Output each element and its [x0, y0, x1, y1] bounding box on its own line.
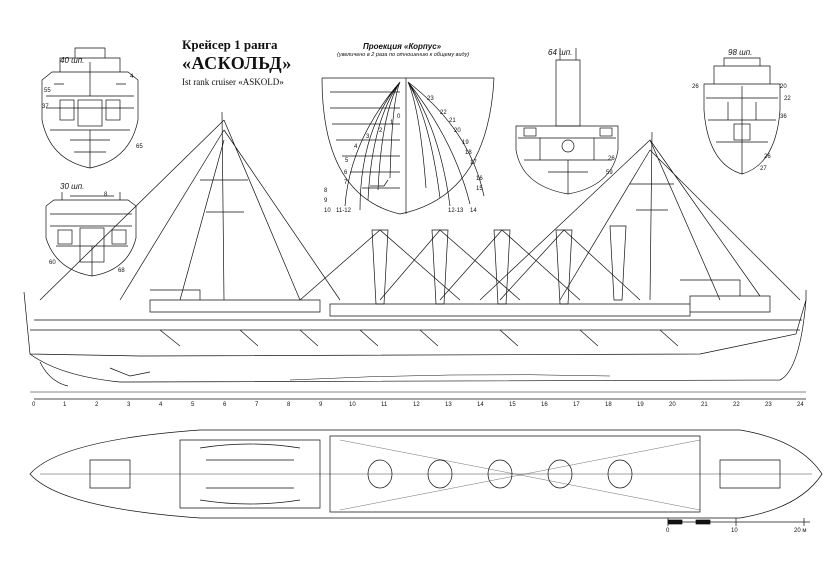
ship-name: «АСКОЛЬД»: [182, 53, 292, 73]
callout-number: 59: [606, 170, 613, 176]
section-40-label: 40 шп.: [60, 56, 85, 65]
body-plan-number: 1: [390, 120, 394, 126]
callout-number: 68: [118, 268, 125, 274]
body-plan-number: 9: [324, 198, 328, 204]
title-ru: Крейсер 1 ранга: [182, 37, 278, 52]
scale-tick-label: 20 м: [794, 528, 807, 534]
frame-number: 2: [95, 402, 99, 408]
frame-number: 0: [32, 402, 36, 408]
frame-number: 6: [223, 402, 227, 408]
section-30-drawing: [45, 192, 137, 277]
frame-number: 10: [349, 402, 356, 408]
frame-number: 20: [669, 402, 676, 408]
body-plan-number: 19: [462, 140, 469, 146]
body-plan-number: 3: [366, 134, 370, 140]
frame-number: 3: [127, 402, 131, 408]
body-plan-number: 20: [454, 128, 461, 134]
body-plan-number: 15: [476, 186, 483, 192]
frame-number: 14: [477, 402, 484, 408]
body-plan-number: 4: [354, 144, 358, 150]
body-plan-number: 5: [345, 158, 349, 164]
body-plan-number: 6: [344, 170, 348, 176]
body-plan-number: 11-12: [336, 208, 351, 214]
callout-number: 26: [764, 154, 771, 160]
body-plan-number: 7: [344, 180, 348, 186]
frame-number: 15: [509, 402, 516, 408]
body-plan-number: 21: [449, 118, 456, 124]
frame-number: 21: [701, 402, 708, 408]
body-plan-number: 23: [427, 96, 434, 102]
section-98-drawing: [703, 57, 781, 175]
section-64-drawing: [515, 48, 619, 195]
callout-number: 36: [780, 114, 787, 120]
metric-scale-bar: [667, 518, 810, 526]
title-en: Ist rank cruiser «ASKOLD»: [182, 77, 284, 87]
frame-number: 5: [191, 402, 195, 408]
frame-number: 13: [445, 402, 452, 408]
frame-number: 1: [63, 402, 67, 408]
callout-number: 26: [692, 84, 699, 90]
frame-number: 17: [573, 402, 580, 408]
callout-number: 37: [42, 104, 49, 110]
body-plan-number: 10: [324, 208, 331, 214]
section-98-label: 98 шп.: [728, 48, 753, 57]
callout-number: 60: [49, 260, 56, 266]
body-plan-number: 2: [379, 128, 383, 134]
callout-number: 26: [608, 156, 615, 162]
scale-tick-label: 10: [731, 528, 738, 534]
callout-number: 4: [130, 74, 134, 80]
frame-number: 8: [287, 402, 291, 408]
callout-number: 20: [780, 84, 787, 90]
projection-subtitle: (увеличено в 2 раза по отношению к общем…: [337, 52, 470, 58]
body-plan-number: 17: [470, 160, 477, 166]
frame-number: 22: [733, 402, 740, 408]
scale-tick-label: 0: [666, 528, 670, 534]
body-plan-number: 12-13: [448, 208, 464, 214]
callout-number: 65: [136, 144, 143, 150]
body-plan-number: 0: [397, 114, 401, 120]
frame-number: 9: [319, 402, 323, 408]
frame-number: 19: [637, 402, 644, 408]
callout-number: 27: [760, 166, 767, 172]
section-40-drawing: [41, 47, 139, 169]
body-plan-number: 8: [324, 188, 328, 194]
plan-view-drawing: [29, 429, 823, 519]
frame-number: 12: [413, 402, 420, 408]
frame-number: 24: [797, 402, 804, 408]
callout-number: 8: [104, 192, 108, 198]
section-30-label: 30 шп.: [60, 182, 85, 191]
frame-number: 11: [381, 402, 388, 408]
frame-number: 4: [159, 402, 163, 408]
body-plan-number: 22: [440, 110, 447, 116]
body-plan-number: 16: [476, 176, 483, 182]
callout-number: 22: [784, 96, 791, 102]
frame-number: 18: [605, 402, 612, 408]
frame-number: 16: [541, 402, 548, 408]
frame-number: 7: [255, 402, 259, 408]
frame-number: 23: [765, 402, 772, 408]
body-plan-number: 18: [465, 150, 472, 156]
body-plan-drawing: [321, 77, 495, 215]
body-plan-number: 14: [470, 208, 477, 214]
projection-title: Проекция «Корпус»: [363, 42, 442, 51]
callout-number: 55: [44, 88, 51, 94]
side-profile-drawing: [23, 111, 807, 393]
section-64-label: 64 шп.: [548, 48, 573, 57]
